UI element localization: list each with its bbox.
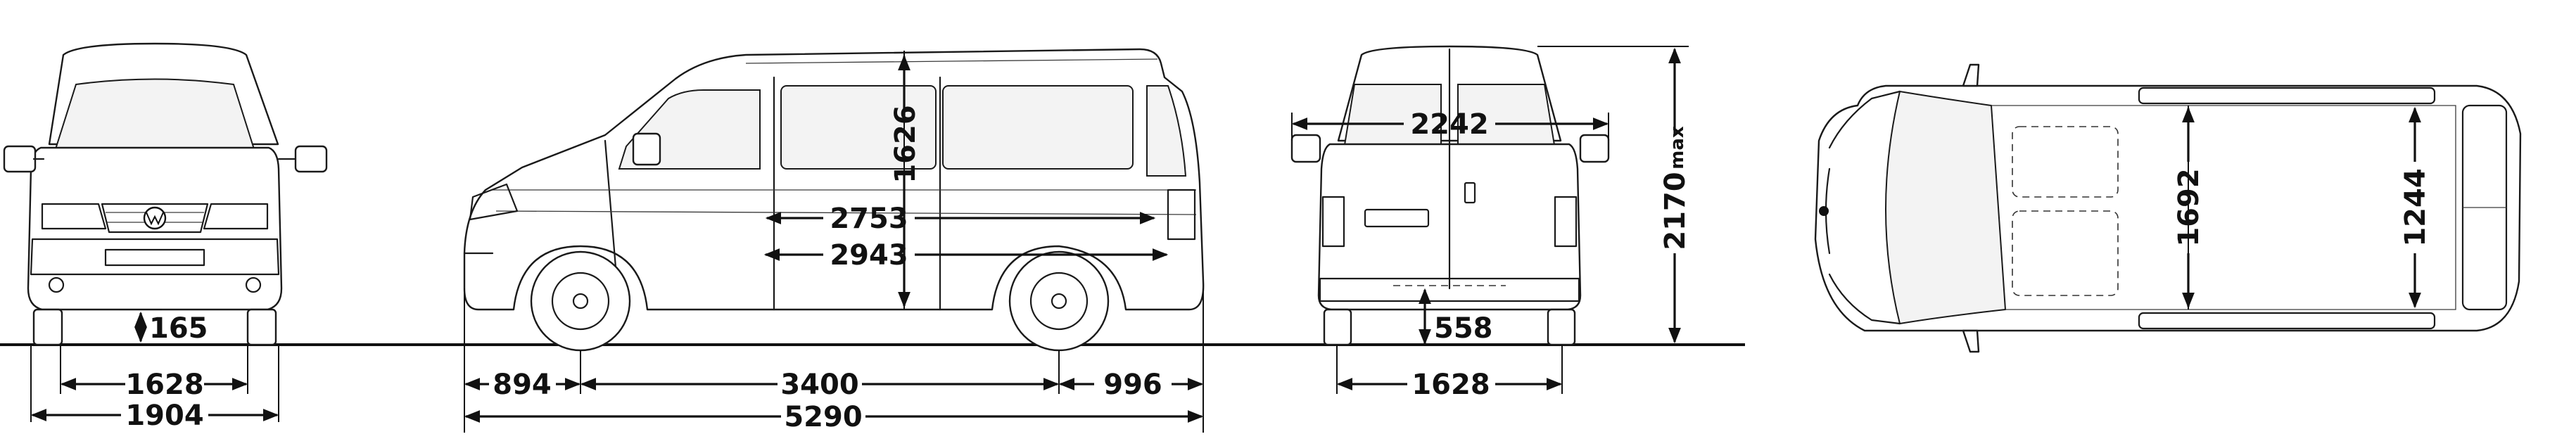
top-view: [1814, 63, 2522, 353]
side-wheelbase-label: 3400: [780, 369, 858, 401]
rear-height-suffix-label: max: [1667, 126, 1688, 170]
vw-logo-icon: [143, 206, 167, 230]
front-track-label: 1628: [125, 369, 203, 401]
rear-sill-height-label: 558: [1434, 312, 1493, 345]
side-overall-length-label: 5290: [784, 401, 862, 433]
side-view: [463, 48, 1205, 433]
rear-overall-height-label: 2170: [1659, 172, 1692, 250]
rear-width-mirrors-label: 2242: [1410, 108, 1488, 141]
side-rear-overhang-label: 996: [1103, 369, 1162, 401]
rear-track-label: 1628: [1411, 369, 1490, 401]
top-width-between-arches-label: 1244: [2399, 168, 2432, 246]
side-load-length-upper-label: 2753: [830, 203, 908, 235]
front-view: [3, 42, 328, 422]
side-load-length-lower-label: 2943: [830, 239, 908, 272]
front-width-label: 1904: [125, 400, 203, 432]
top-interior-width-label: 1692: [2173, 168, 2205, 246]
front-ground-clearance-label: 165: [149, 312, 208, 345]
side-front-overhang-label: 894: [493, 369, 552, 401]
rear-view: [1290, 45, 1689, 394]
side-interior-height-label: 1626: [889, 105, 922, 183]
